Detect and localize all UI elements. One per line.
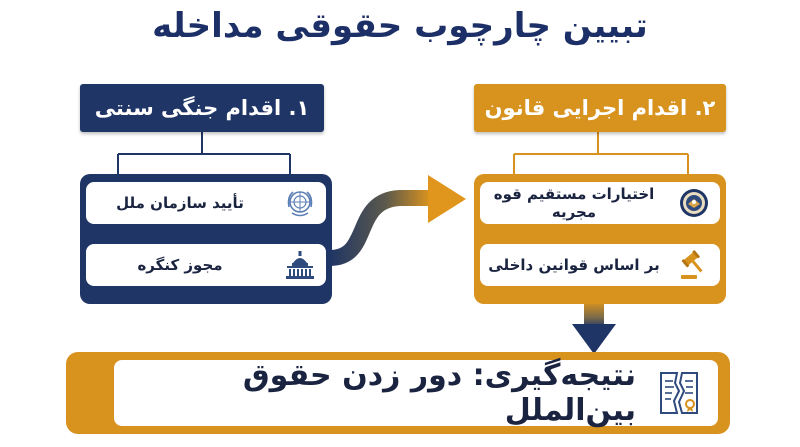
capitol-building-icon	[282, 247, 318, 283]
down-arrow-body	[584, 302, 604, 328]
transition-arrow-body	[329, 190, 432, 266]
conclusion-box: نتیجه‌گیری: دور زدن حقوق بین‌الملل	[114, 358, 718, 428]
right-column-header: ۲. اقدام اجرایی قانون	[474, 84, 726, 132]
conclusion-banner: نتیجه‌گیری: دور زدن حقوق بین‌الملل	[66, 352, 730, 434]
left-column-header: ۱. اقدام جنگی سنتی	[80, 84, 324, 132]
page-title: تبیین چارچوب حقوقی مداخله	[152, 6, 648, 46]
right-column-panel: اختیارات مستقیم قوه مجریه بر اساس قوانین…	[474, 174, 726, 304]
transition-arrow-head	[428, 175, 466, 223]
presidential-seal-icon	[676, 185, 712, 221]
down-arrow-head	[572, 324, 616, 354]
conclusion-label: نتیجه‌گیری: دور زدن حقوق بین‌الملل	[242, 358, 636, 428]
list-item-congress-authorization: مجوز کنگره	[86, 244, 326, 286]
torn-document-icon	[652, 366, 706, 420]
list-item-domestic-laws: بر اساس قوانین داخلی	[480, 244, 720, 286]
list-item-executive-powers: اختیارات مستقیم قوه مجریه	[480, 182, 720, 224]
left-column-panel: تأیید سازمان ملل مجوز کنگره	[80, 174, 332, 304]
list-item-un-approval: تأیید سازمان ملل	[86, 182, 326, 224]
list-item-label: تأیید سازمان ملل	[116, 194, 244, 212]
list-item-label: بر اساس قوانین داخلی	[488, 256, 660, 274]
gavel-icon	[676, 247, 712, 283]
list-item-label: مجوز کنگره	[137, 256, 223, 274]
list-item-label: اختیارات مستقیم قوه مجریه	[493, 185, 655, 221]
un-emblem-icon	[282, 185, 318, 221]
